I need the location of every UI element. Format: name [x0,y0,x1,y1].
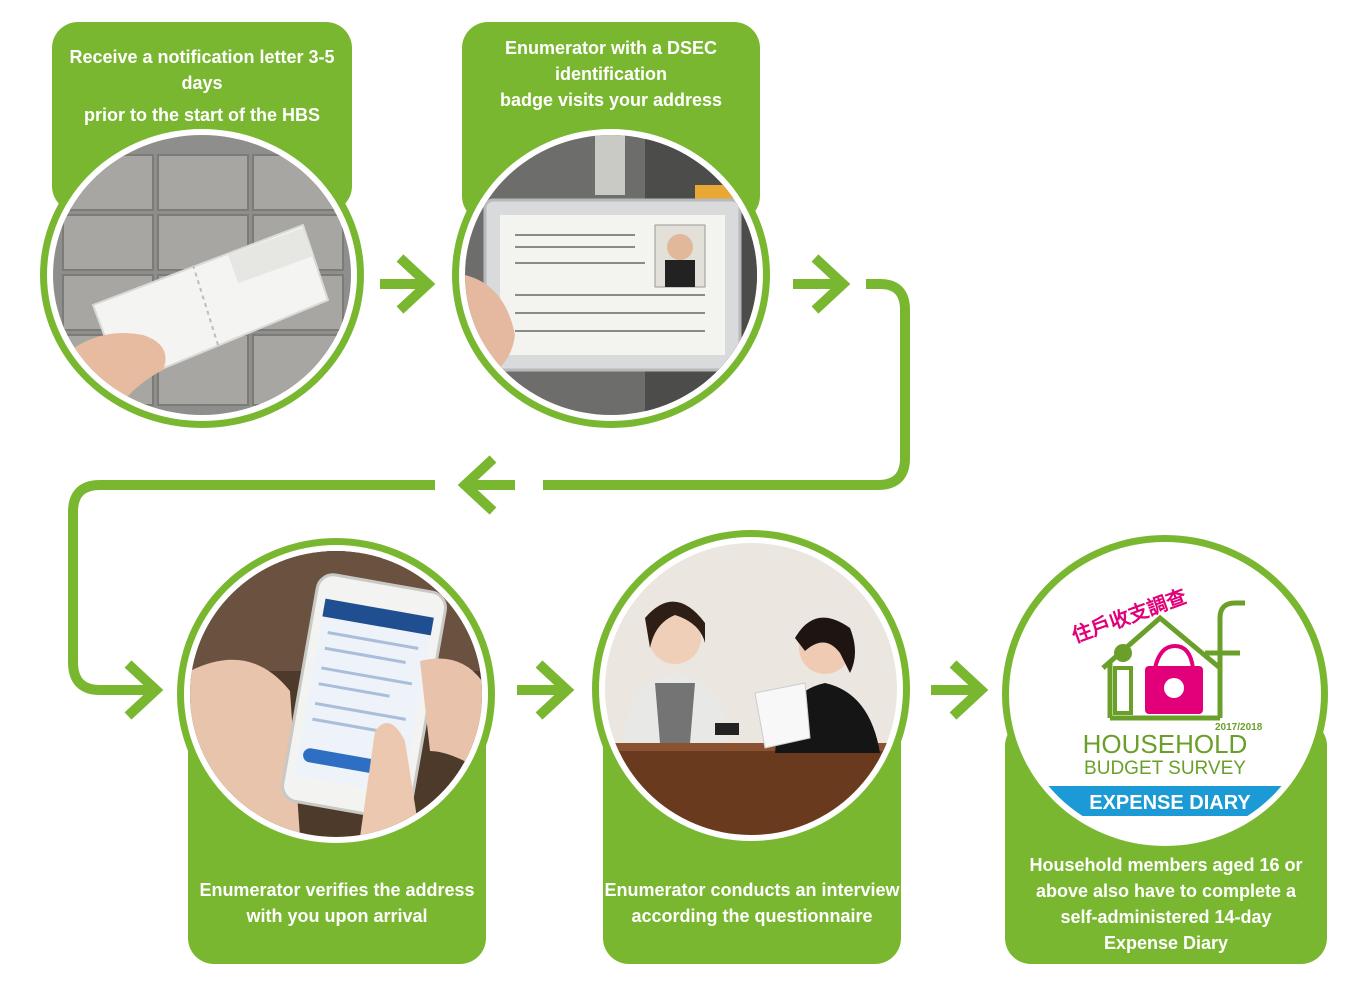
smartphone-photo [177,538,495,850]
id-badge-photo [452,122,770,428]
step-text-line: Enumerator with a DSEC [504,38,718,58]
step-text-line: identification [555,64,667,84]
arrow-right-icon [380,254,436,314]
arrow-right-icon [793,254,851,314]
logo-title-line2: BUDGET SURVEY [1084,758,1246,779]
step-text-line: Expense Diary [1103,933,1229,953]
arrow-left-icon [457,455,515,515]
arrow-right-icon [931,660,989,720]
step-text-notification: Receive a notification letter 3-5 days p… [52,44,352,128]
arrow-right-icon [517,660,575,720]
step-text-line: above also have to complete a [1035,881,1297,901]
step-text-line: badge visits your address [499,90,723,110]
loop-connector-line [68,480,435,695]
step-text-line: Enumerator conducts an interview [604,880,900,900]
step-text-interview: Enumerator conducts an interview accordi… [603,877,901,929]
loop-connector-line [543,279,910,490]
step-text-verify: Enumerator verifies the address with you… [188,877,486,929]
step-text-line: Receive a notification letter 3-5 days [69,47,335,93]
shopping-bag-icon [1145,643,1203,714]
interview-photo [592,530,910,848]
arrow-right-icon [124,660,164,720]
person-icon [1114,644,1132,662]
step-text-line: Household members aged 16 or [1029,855,1303,875]
step-text-badge: Enumerator with a DSEC identification ba… [462,35,760,113]
step-text-line: self-administered 14-day [1060,907,1272,927]
step-text-line: prior to the start of the HBS [83,105,320,125]
survey-logo: 住戶收支調查 2017/2018 HOUSEHOLD BUDGET SURVEY [1002,535,1328,853]
logo-title-line1: HOUSEHOLD [1083,729,1248,759]
step-text-line: according the questionnaire [631,906,873,926]
notification-letter-photo [40,122,364,428]
expense-diary-label: EXPENSE DIARY [1089,792,1251,814]
step-text-diary: Household members aged 16 or above also … [1005,852,1327,956]
logo-year: 2017/2018 [1215,722,1263,733]
step-text-line: Enumerator verifies the address [199,880,475,900]
step-text-line: with you upon arrival [246,906,428,926]
